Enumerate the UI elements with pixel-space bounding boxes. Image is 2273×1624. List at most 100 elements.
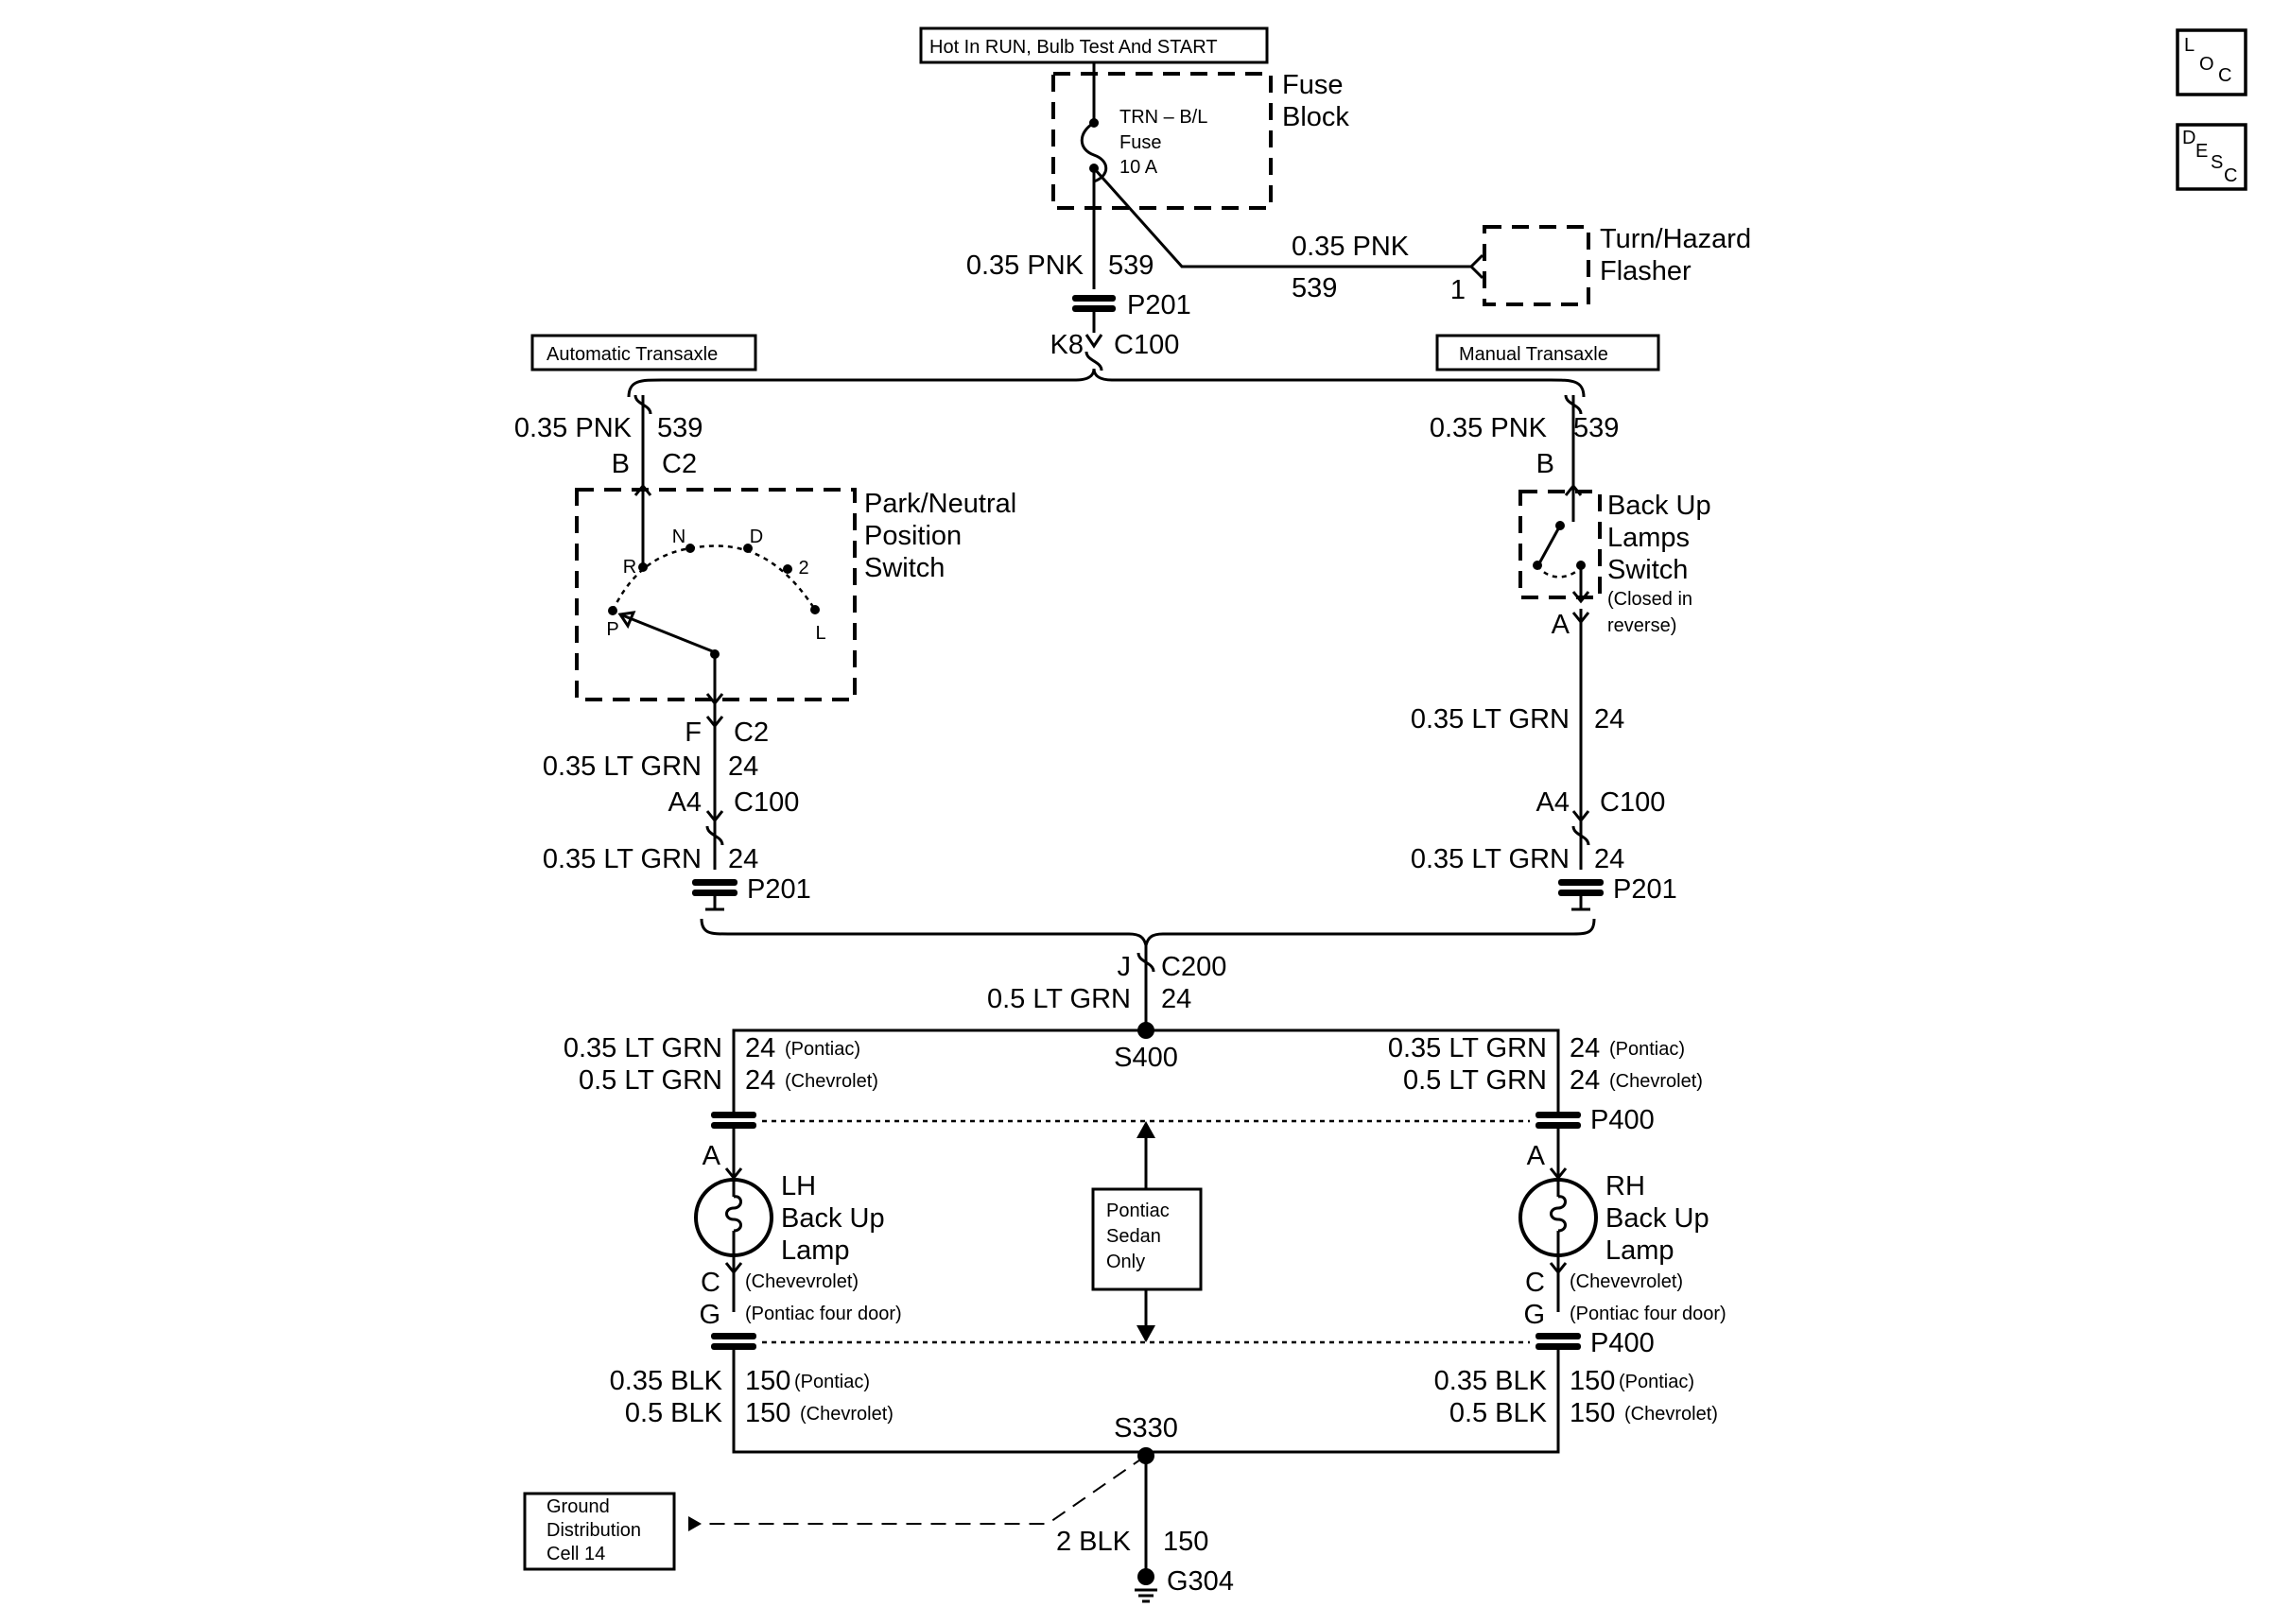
- rh-gnd-chev-color: 0.5 BLK: [1449, 1398, 1548, 1428]
- park-neutral-position-switch: P R N D 2 L: [575, 488, 857, 706]
- flasher-label-2: Flasher: [1600, 256, 1692, 286]
- manual-conn-c100: C100: [1600, 787, 1665, 818]
- rh-pin-c: C: [1525, 1268, 1545, 1298]
- manual-in-wire-circuit: 539: [1573, 413, 1619, 443]
- rh-lamp-label-1: RH: [1605, 1171, 1645, 1201]
- loc-letter-l: L: [2184, 35, 2195, 56]
- rh-wire-pontiac-circuit: 24: [1570, 1033, 1600, 1063]
- p201-connector-feed: [1072, 295, 1116, 312]
- manual-wire1-color: 0.35 LT GRN: [1411, 704, 1570, 734]
- flasher-wire-color: 0.35 PNK: [1292, 232, 1410, 262]
- manual-pin-a4: A4: [1536, 787, 1570, 818]
- rh-pin-g-note: (Pontiac four door): [1570, 1304, 1726, 1324]
- g304-ground-icon: [1137, 1568, 1154, 1585]
- lh-wire-pontiac-color: 0.35 LT GRN: [564, 1033, 722, 1063]
- g304-label: G304: [1167, 1566, 1234, 1597]
- hot-in-run-note: Hot In RUN, Bulb Test And START: [919, 26, 1269, 64]
- fuse-name: TRN – B/L: [1119, 107, 1207, 128]
- hot-in-run-label: Hot In RUN, Bulb Test And START: [929, 37, 1218, 58]
- auto-conn-c2: C2: [662, 449, 697, 479]
- bul-switch-label-3: Switch: [1607, 555, 1688, 585]
- auto-in-wire-color: 0.35 PNK: [514, 413, 633, 443]
- rh-lamp-label-2: Back Up: [1605, 1203, 1709, 1234]
- ground-ref-1: Ground: [547, 1496, 610, 1517]
- manual-transaxle-label: Manual Transaxle: [1459, 344, 1608, 365]
- lh-gnd-note-chev: (Chevrolet): [800, 1404, 894, 1425]
- p201-connector-auto: [692, 879, 737, 896]
- manual-transaxle-title: Manual Transaxle: [1435, 334, 1660, 371]
- lh-pin-a: A: [703, 1141, 721, 1171]
- junction-wire-color: 0.5 LT GRN: [987, 984, 1131, 1014]
- rh-lamp-label-3: Lamp: [1605, 1235, 1674, 1266]
- lh-wire-chev-circuit: 24: [745, 1065, 775, 1096]
- manual-pin-a: A: [1552, 610, 1570, 640]
- lh-lamp-label-1: LH: [781, 1171, 816, 1201]
- p400-connector-rh-bottom: [1536, 1333, 1581, 1350]
- ground-distribution-ref[interactable]: Ground Distribution Cell 14: [523, 1492, 676, 1571]
- rh-wire-chev-circuit: 24: [1570, 1065, 1600, 1096]
- c200-label: C200: [1161, 952, 1226, 982]
- fuse-rating: 10 A: [1119, 157, 1158, 178]
- loc-icon[interactable]: L O C: [2176, 28, 2247, 96]
- desc-letter-d: D: [2182, 128, 2195, 148]
- lh-wire-chev-color: 0.5 LT GRN: [579, 1065, 722, 1096]
- automatic-transaxle-label: Automatic Transaxle: [547, 344, 718, 365]
- bul-switch-note-1: (Closed in: [1607, 589, 1692, 610]
- lh-wire-pontiac-circuit: 24: [745, 1033, 775, 1063]
- rh-back-up-lamp-icon: [1518, 1178, 1598, 1257]
- ground-wire-color: 2 BLK: [1056, 1527, 1132, 1557]
- auto-conn-c2-out: C2: [734, 717, 769, 748]
- auto-pin-a4: A4: [668, 787, 702, 818]
- pnp-switch-label-1: Park/Neutral: [864, 489, 1016, 519]
- manual-wire2-circuit: 24: [1594, 844, 1624, 874]
- flasher-pin: 1: [1450, 275, 1466, 305]
- s330-label: S330: [1114, 1413, 1178, 1443]
- bul-switch-label-1: Back Up: [1607, 491, 1711, 521]
- lh-gnd-chev-color: 0.5 BLK: [625, 1398, 723, 1428]
- auto-wire1-circuit: 24: [728, 752, 758, 782]
- p400-connector-lh-top: [711, 1112, 756, 1129]
- desc-icon[interactable]: D E S C: [2176, 123, 2247, 191]
- rh-pin-g: G: [1523, 1300, 1545, 1330]
- fuse-word: Fuse: [1119, 132, 1161, 153]
- branch-brace-bottom: [700, 918, 1596, 946]
- branch-brace-top: [627, 368, 1586, 398]
- fuse-block-label-2: Block: [1282, 102, 1349, 132]
- flasher-label-1: Turn/Hazard: [1600, 224, 1751, 254]
- manual-in-wire-color: 0.35 PNK: [1430, 413, 1548, 443]
- rh-wire-pontiac-color: 0.35 LT GRN: [1388, 1033, 1547, 1063]
- desc-letter-c: C: [2224, 165, 2237, 186]
- rh-pin-c-note: (Chevevrolet): [1570, 1271, 1683, 1292]
- lh-gnd-note-pontiac: (Pontiac): [794, 1372, 870, 1392]
- lh-lamp-label-2: Back Up: [781, 1203, 885, 1234]
- lh-note-chev: (Chevrolet): [785, 1071, 878, 1092]
- feed-wire-circuit: 539: [1108, 251, 1154, 281]
- lh-gnd-chev-circuit: 150: [745, 1398, 790, 1428]
- bul-switch-label-2: Lamps: [1607, 523, 1690, 553]
- manual-conn-p201: P201: [1613, 874, 1677, 905]
- fuse-block-label-1: Fuse: [1282, 70, 1343, 100]
- loc-letter-o: O: [2199, 54, 2214, 75]
- manual-wire1-circuit: 24: [1594, 704, 1624, 734]
- lh-gnd-pontiac-circuit: 150: [745, 1366, 790, 1396]
- pnp-switch-label-2: Position: [864, 521, 962, 551]
- auto-conn-p201: P201: [747, 874, 811, 905]
- bul-switch-note-2: reverse): [1607, 615, 1676, 636]
- s400-label: S400: [1114, 1043, 1178, 1073]
- auto-wire2-color: 0.35 LT GRN: [543, 844, 702, 874]
- automatic-transaxle-title: Automatic Transaxle: [530, 334, 757, 371]
- loc-letter-c: C: [2218, 65, 2231, 86]
- position-r: R: [623, 557, 636, 578]
- position-l: L: [815, 623, 825, 644]
- ground-ref-2: Distribution: [547, 1520, 641, 1541]
- position-d: D: [750, 527, 763, 547]
- lh-pin-c: C: [701, 1268, 720, 1298]
- p400-connector-lh-bottom: [711, 1333, 756, 1350]
- auto-pin-f: F: [685, 717, 702, 748]
- lh-pin-c-note: (Chevevrolet): [745, 1271, 859, 1292]
- p400-connector-rh-top: [1536, 1112, 1581, 1129]
- rh-wire-chev-color: 0.5 LT GRN: [1403, 1065, 1547, 1096]
- manual-pin-b: B: [1536, 449, 1554, 479]
- rh-gnd-pontiac-color: 0.35 BLK: [1434, 1366, 1548, 1396]
